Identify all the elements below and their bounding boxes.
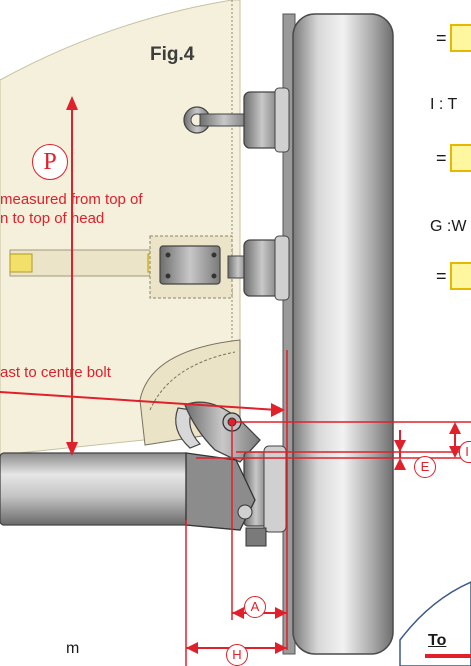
- figure-label: Fig.4: [150, 44, 195, 65]
- equals-sign-1: =: [436, 28, 447, 48]
- p-caption-line2: n to top of head: [0, 210, 105, 227]
- equals-sign-3: =: [436, 266, 447, 286]
- batten-receptacle: [159, 245, 221, 285]
- equals-sign-2: =: [436, 148, 447, 168]
- bottom-left-fragment: m: [66, 640, 80, 657]
- p-marker: P: [32, 144, 68, 180]
- mast-to-bolt-line: [0, 391, 279, 411]
- i-marker: I: [459, 441, 471, 463]
- info-panel-underline: [425, 654, 471, 658]
- value-input-1[interactable]: [450, 24, 471, 52]
- i-field-label: I : T: [430, 96, 458, 113]
- value-input-2[interactable]: [450, 144, 471, 172]
- g-field-label: G :W: [430, 218, 467, 235]
- a-marker: A: [244, 596, 266, 618]
- boom: [0, 452, 191, 526]
- mast-caption: ast to centre bolt: [0, 364, 111, 381]
- p-caption-line1: measured from top of: [0, 191, 143, 208]
- batten-pocket: [9, 249, 151, 277]
- e-marker: E: [414, 456, 436, 478]
- mast-tube: [292, 13, 394, 655]
- info-panel-title: To: [428, 632, 447, 649]
- sail-shape: [0, 0, 241, 456]
- gooseneck-arm: [184, 401, 261, 463]
- value-input-3[interactable]: [450, 262, 471, 290]
- h-marker: H: [226, 644, 248, 666]
